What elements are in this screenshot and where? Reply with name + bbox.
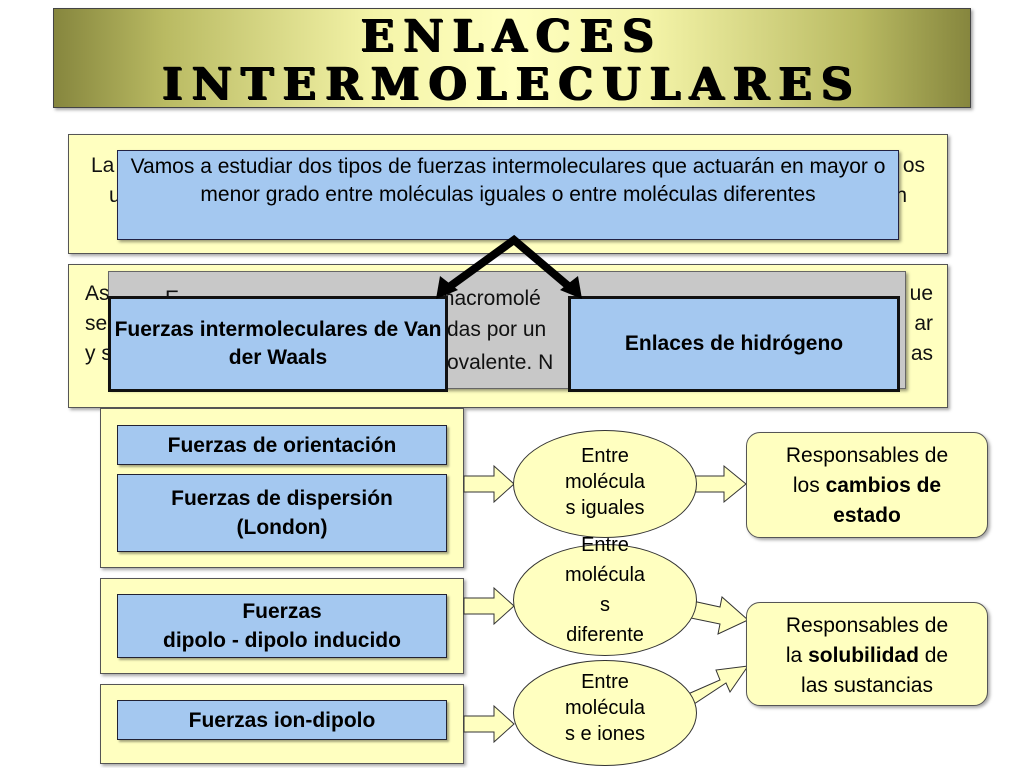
title-banner: Enlaces intermoleculares xyxy=(53,8,971,110)
split-arrow xyxy=(436,234,582,299)
covered-text-fragment: y s xyxy=(85,342,112,365)
result-line: Responsables de xyxy=(785,444,949,467)
covered-text-fragment: as xyxy=(910,342,933,365)
van-der-waals-label: Fuerzas intermoleculares de Van der Waal… xyxy=(114,318,442,369)
ellipse-line: Entre xyxy=(581,445,629,467)
covered-text-fragment: os xyxy=(902,154,925,177)
result-bold-text: solubilidad xyxy=(808,644,919,667)
dispersion-forces-label: Fuerzas de dispersión (London) xyxy=(117,474,447,552)
ellipse-same-molecules: Entre molécula s iguales xyxy=(513,430,697,538)
dispersion-forces-subtext: (London) xyxy=(236,516,328,539)
ellipse-line: diferente xyxy=(566,624,644,646)
covered-text-fragment: se xyxy=(85,312,108,335)
covered-text-fragment: As xyxy=(85,282,110,305)
ellipse-different-molecules: Entre molécula s diferente s xyxy=(513,534,697,662)
covered-text-fragment: ar xyxy=(914,312,933,335)
dipole-forces-text: Fuerzas xyxy=(242,600,322,623)
ellipse-line: molécula xyxy=(564,564,646,586)
result-line: las sustancias xyxy=(801,674,933,697)
dipole-forces-subtext: dipolo - dipolo inducido xyxy=(163,629,401,652)
result-bold-text: estado xyxy=(833,504,901,527)
arrow-group3-to-ellipse xyxy=(463,704,515,744)
ion-dipole-forces-text: Fuerzas ion-dipolo xyxy=(188,708,376,732)
ellipse-line: s iguales xyxy=(565,497,645,519)
arrow-group1-to-ellipse xyxy=(463,464,515,504)
ellipse-line: s xyxy=(600,594,610,616)
result-bold-text: cambios de xyxy=(825,474,942,497)
covered-text-fragment: das por un xyxy=(447,318,547,341)
arrow-group2-to-ellipse xyxy=(463,586,515,626)
covered-text-fragment: La xyxy=(91,154,115,177)
result-line: los cambios de xyxy=(747,471,987,501)
covered-text-fragment: ovalente. N xyxy=(447,351,554,374)
result-line: la solubilidad de xyxy=(747,641,987,671)
arrow-ellipse-to-result-2b xyxy=(687,665,750,705)
result-text: de xyxy=(918,644,949,667)
ellipse-line: Entre xyxy=(581,534,629,556)
van-der-waals-box: Fuerzas intermoleculares de Van der Waal… xyxy=(108,296,448,392)
dipole-induced-forces-label: Fuerzas dipolo - dipolo inducido xyxy=(117,594,447,658)
ion-dipole-forces-label: Fuerzas ion-dipolo xyxy=(117,700,447,740)
result-line: estado xyxy=(747,501,987,531)
orientation-forces-label: Fuerzas de orientación xyxy=(117,425,447,465)
ellipse-line: s e iones xyxy=(564,723,646,745)
dispersion-forces-text: Fuerzas de dispersión xyxy=(171,487,393,510)
result-text: los xyxy=(792,474,826,497)
ellipse-molecules-and-ions: Entre molécula s e iones xyxy=(513,660,697,766)
result-line: Responsables de xyxy=(785,614,949,637)
covered-text-fragment: u xyxy=(109,184,121,207)
page-title: Enlaces intermoleculares xyxy=(162,11,862,110)
ellipse-line: s xyxy=(513,650,697,662)
hydrogen-bond-box: Enlaces de hidrógeno xyxy=(568,296,900,392)
intro-text: Vamos a estudiar dos tipos de fuerzas in… xyxy=(130,155,886,206)
block-arrows xyxy=(463,464,750,744)
covered-text-fragment: n xyxy=(895,184,907,207)
orientation-forces-text: Fuerzas de orientación xyxy=(167,433,397,457)
ellipse-line: molécula xyxy=(564,697,646,719)
covered-text-fragment: ue xyxy=(909,282,933,305)
result-state-changes: Responsables de los cambios de estado xyxy=(746,432,988,538)
ellipse-line: Entre xyxy=(581,671,629,693)
result-solubility: Responsables de la solubilidad de las su… xyxy=(746,602,988,706)
ellipse-line: molécula xyxy=(564,471,646,493)
result-text: la xyxy=(785,644,809,667)
ellipse-shape xyxy=(513,544,697,656)
hydrogen-bond-label: Enlaces de hidrógeno xyxy=(624,332,844,355)
intro-box: Vamos a estudiar dos tipos de fuerzas in… xyxy=(117,150,899,240)
covered-text-fragment: macromolé xyxy=(437,287,541,310)
